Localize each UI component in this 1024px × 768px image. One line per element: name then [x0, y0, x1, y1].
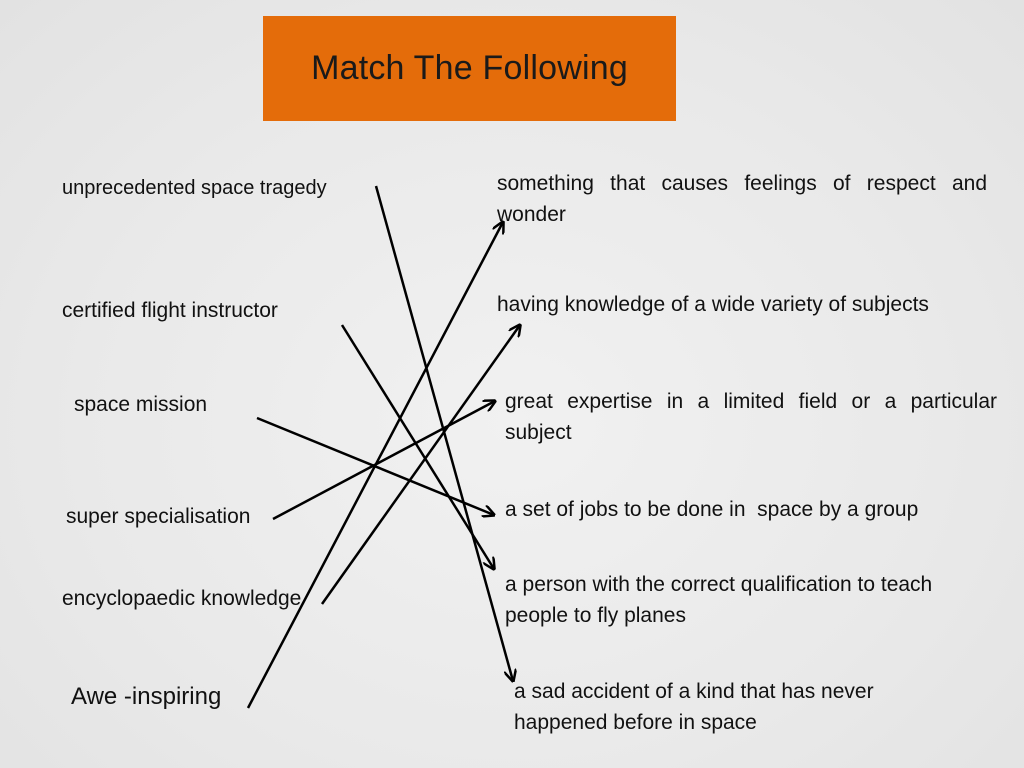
title-box: Match The Following [263, 16, 676, 121]
term-encyclopaedic-knowledge: encyclopaedic knowledge [62, 587, 302, 610]
definition-flight-instructor: a person with the correct qualification … [505, 573, 933, 627]
arrow-specialisation-to-expertise [272, 401, 495, 521]
definition-wide-knowledge: having knowledge of a wide variety of su… [497, 293, 929, 316]
term-super-specialisation: super specialisation [66, 505, 251, 528]
arrow-awe-to-respect [246, 222, 503, 709]
arrow-instructor-to-qualification [340, 324, 494, 569]
definition-space-accident: a sad accident of a kind that has never … [514, 680, 874, 734]
definition-jobs-in-space: a set of jobs to be done in space by a g… [505, 498, 919, 521]
term-awe-inspiring: Awe -inspiring [71, 683, 222, 710]
page-title: Match The Following [311, 49, 628, 87]
term-certified-flight-instructor: certified flight instructor [62, 299, 278, 322]
term-space-mission: space mission [74, 393, 208, 416]
definition-respect-and-wonder: something that causes feelings of respec… [497, 172, 987, 226]
definition-great-expertise: great expertise in a limited field or a … [505, 390, 997, 444]
term-unprecedented-space-tragedy: unprecedented space tragedy [62, 177, 327, 199]
arrow-encyclopaedic-to-knowledge [320, 325, 520, 605]
